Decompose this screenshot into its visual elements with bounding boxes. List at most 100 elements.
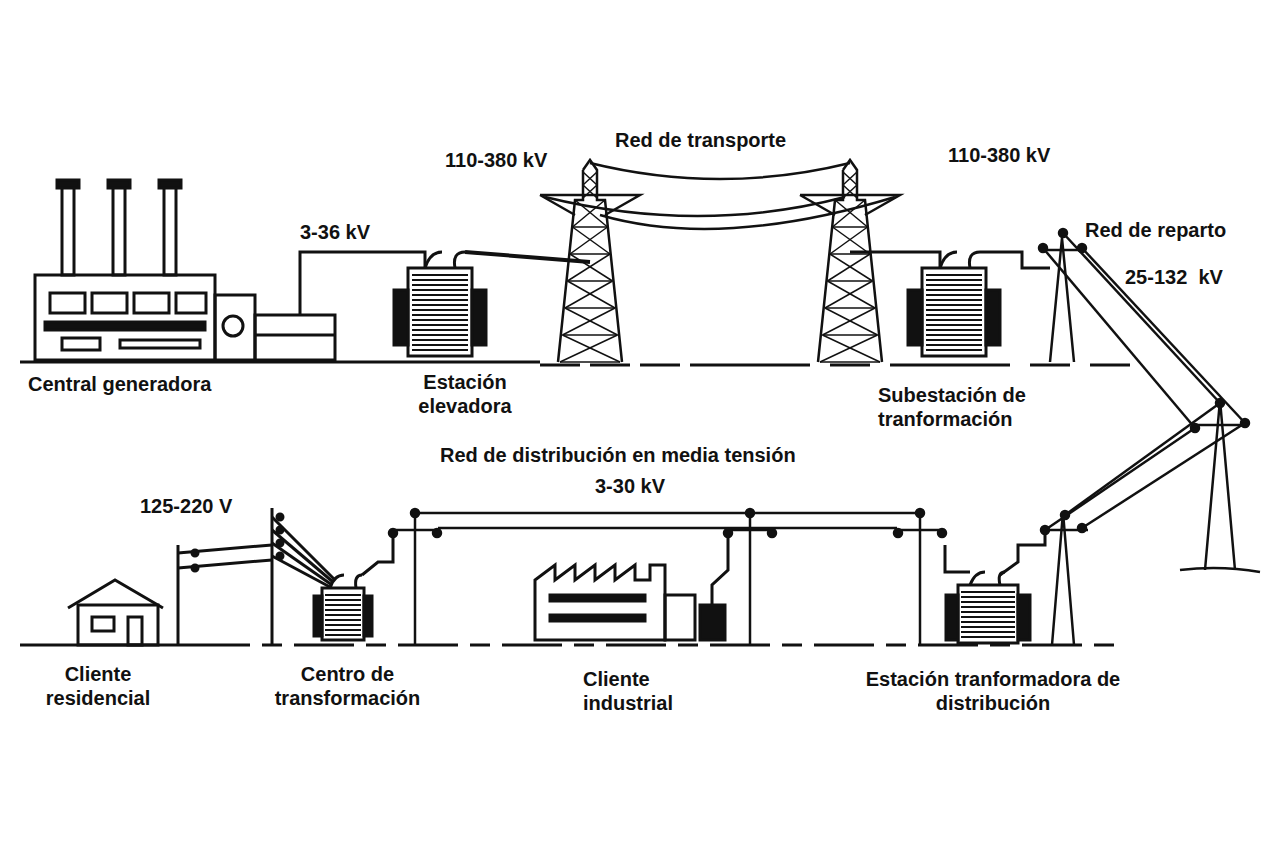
caption-label: 3-30 kV [595, 474, 665, 498]
stroke [926, 319, 982, 321]
stroke [825, 307, 875, 309]
stroke [560, 335, 618, 362]
caption-label: Estación tranformadora de distribución [858, 667, 1128, 715]
stroke [325, 609, 361, 611]
caption-label: 110-380 kV [445, 148, 547, 172]
stroke [412, 319, 468, 321]
medium-voltage-line [389, 509, 946, 645]
stroke [565, 308, 618, 335]
stroke [325, 624, 361, 626]
stroke [563, 335, 621, 362]
transformer [945, 530, 1045, 643]
stroke [830, 254, 873, 281]
stroke [961, 596, 1015, 598]
stroke [833, 226, 868, 228]
stroke [560, 361, 620, 363]
stroke [926, 284, 982, 286]
stroke [961, 611, 1015, 613]
stroke [565, 307, 615, 309]
stroke [325, 629, 361, 631]
stroke [961, 621, 1015, 623]
caption-label: Subestación de tranformación [878, 383, 1068, 431]
stroke [412, 284, 468, 286]
stroke [568, 281, 616, 308]
stroke [325, 604, 361, 606]
stroke [833, 227, 871, 254]
stroke [828, 280, 873, 282]
industrial-client [535, 533, 728, 640]
stroke [412, 289, 468, 291]
stroke [823, 335, 881, 362]
stroke [961, 631, 1015, 633]
stroke [961, 606, 1015, 608]
stroke [412, 334, 468, 336]
stroke [828, 281, 876, 308]
stroke [820, 361, 880, 363]
stroke [820, 335, 878, 362]
transmission-tower [540, 160, 900, 362]
stroke [926, 289, 982, 291]
stroke [926, 339, 982, 341]
transformer-core [961, 592, 1015, 637]
stroke [412, 304, 468, 306]
stroke [563, 334, 618, 336]
stroke [843, 172, 857, 185]
caption-label: Red de transporte [615, 128, 786, 152]
stroke [926, 304, 982, 306]
subtransmission-line [1039, 229, 1260, 645]
stroke [926, 279, 982, 281]
stroke [412, 299, 468, 301]
caption-label: Cliente residencial [28, 662, 168, 710]
stroke [926, 334, 982, 336]
stroke [573, 226, 608, 228]
transformer-core [926, 275, 982, 350]
stroke [843, 185, 857, 198]
transmission-line [545, 163, 895, 229]
transformer-core [412, 275, 468, 350]
stroke [412, 294, 468, 296]
stroke [412, 274, 468, 276]
stroke [570, 253, 610, 255]
stroke [325, 619, 361, 621]
stroke [583, 185, 597, 198]
stroke [573, 227, 611, 254]
stroke [583, 172, 597, 185]
stroke [823, 308, 876, 335]
stroke [926, 324, 982, 326]
caption-label: 25-132 kV [1125, 265, 1223, 289]
stroke [325, 594, 361, 596]
stroke [961, 616, 1015, 618]
stroke [961, 591, 1015, 593]
caption-label: 110-380 kV [948, 143, 1050, 167]
transformer [850, 252, 1050, 356]
stroke [412, 344, 468, 346]
stroke [926, 309, 982, 311]
stroke [828, 254, 871, 281]
stroke [835, 200, 868, 227]
caption-label: Central generadora [28, 372, 211, 396]
stroke [825, 281, 873, 308]
stroke [830, 227, 868, 254]
residential-client [68, 545, 272, 645]
caption-label: Red de distribución en media tensión [440, 443, 796, 467]
caption-label: Cliente industrial [583, 667, 693, 715]
stroke [412, 339, 468, 341]
stroke [926, 294, 982, 296]
stroke [926, 314, 982, 316]
caption-label: 3-36 kV [300, 220, 370, 244]
stroke [583, 185, 597, 198]
stroke [926, 329, 982, 331]
ground-line [20, 362, 1130, 645]
transformer-core [325, 595, 361, 635]
stroke [961, 601, 1015, 603]
caption-label: Estación elevadora [405, 370, 525, 418]
stroke [823, 334, 878, 336]
stroke [926, 299, 982, 301]
stroke [412, 309, 468, 311]
stroke [583, 172, 597, 185]
stroke [926, 349, 982, 351]
stroke [325, 634, 361, 636]
stroke [412, 324, 468, 326]
stroke [825, 308, 878, 335]
